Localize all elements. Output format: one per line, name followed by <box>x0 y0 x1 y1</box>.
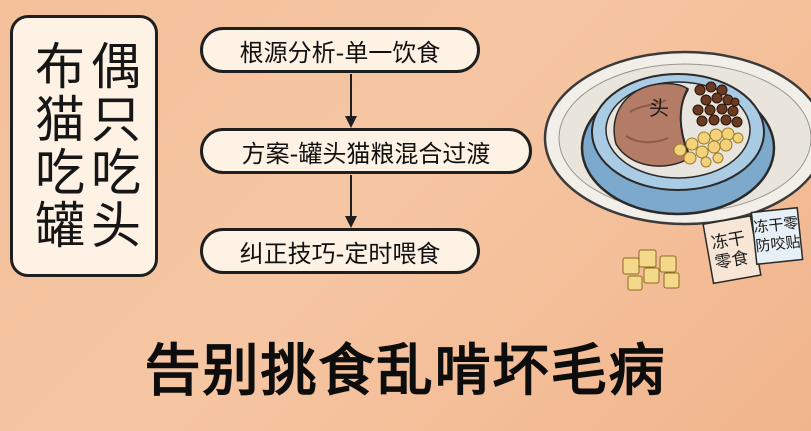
canned-label: 头 <box>649 96 669 120</box>
title-card: 布猫吃罐 偶只吃头 <box>10 15 158 277</box>
freeze-dried-packet-label: 冻干 零食 <box>709 228 751 274</box>
treat-cubes-icon <box>622 249 680 291</box>
down-arrow-icon <box>345 175 357 228</box>
step-solution: 方案-罐头猫粮混合过渡 <box>200 128 532 174</box>
brown-kibble-icon <box>692 81 743 128</box>
title-card-column-left: 偶只吃头 <box>83 40 141 252</box>
title-card-column-right: 布猫吃罐 <box>27 40 85 252</box>
bite-proof-packet-label: 冻干零 防咬贴 <box>752 213 802 256</box>
step-root-cause: 根源分析-单一饮食 <box>200 27 480 73</box>
cat-bowl-illustration <box>543 50 811 291</box>
page-title: 告别挑食乱啃坏毛病 <box>144 339 667 404</box>
yellow-kibble-icon <box>673 127 744 168</box>
down-arrow-icon <box>345 74 357 128</box>
bite-proof-packet-icon <box>750 206 804 266</box>
step-correction: 纠正技巧-定时喂食 <box>200 228 480 274</box>
